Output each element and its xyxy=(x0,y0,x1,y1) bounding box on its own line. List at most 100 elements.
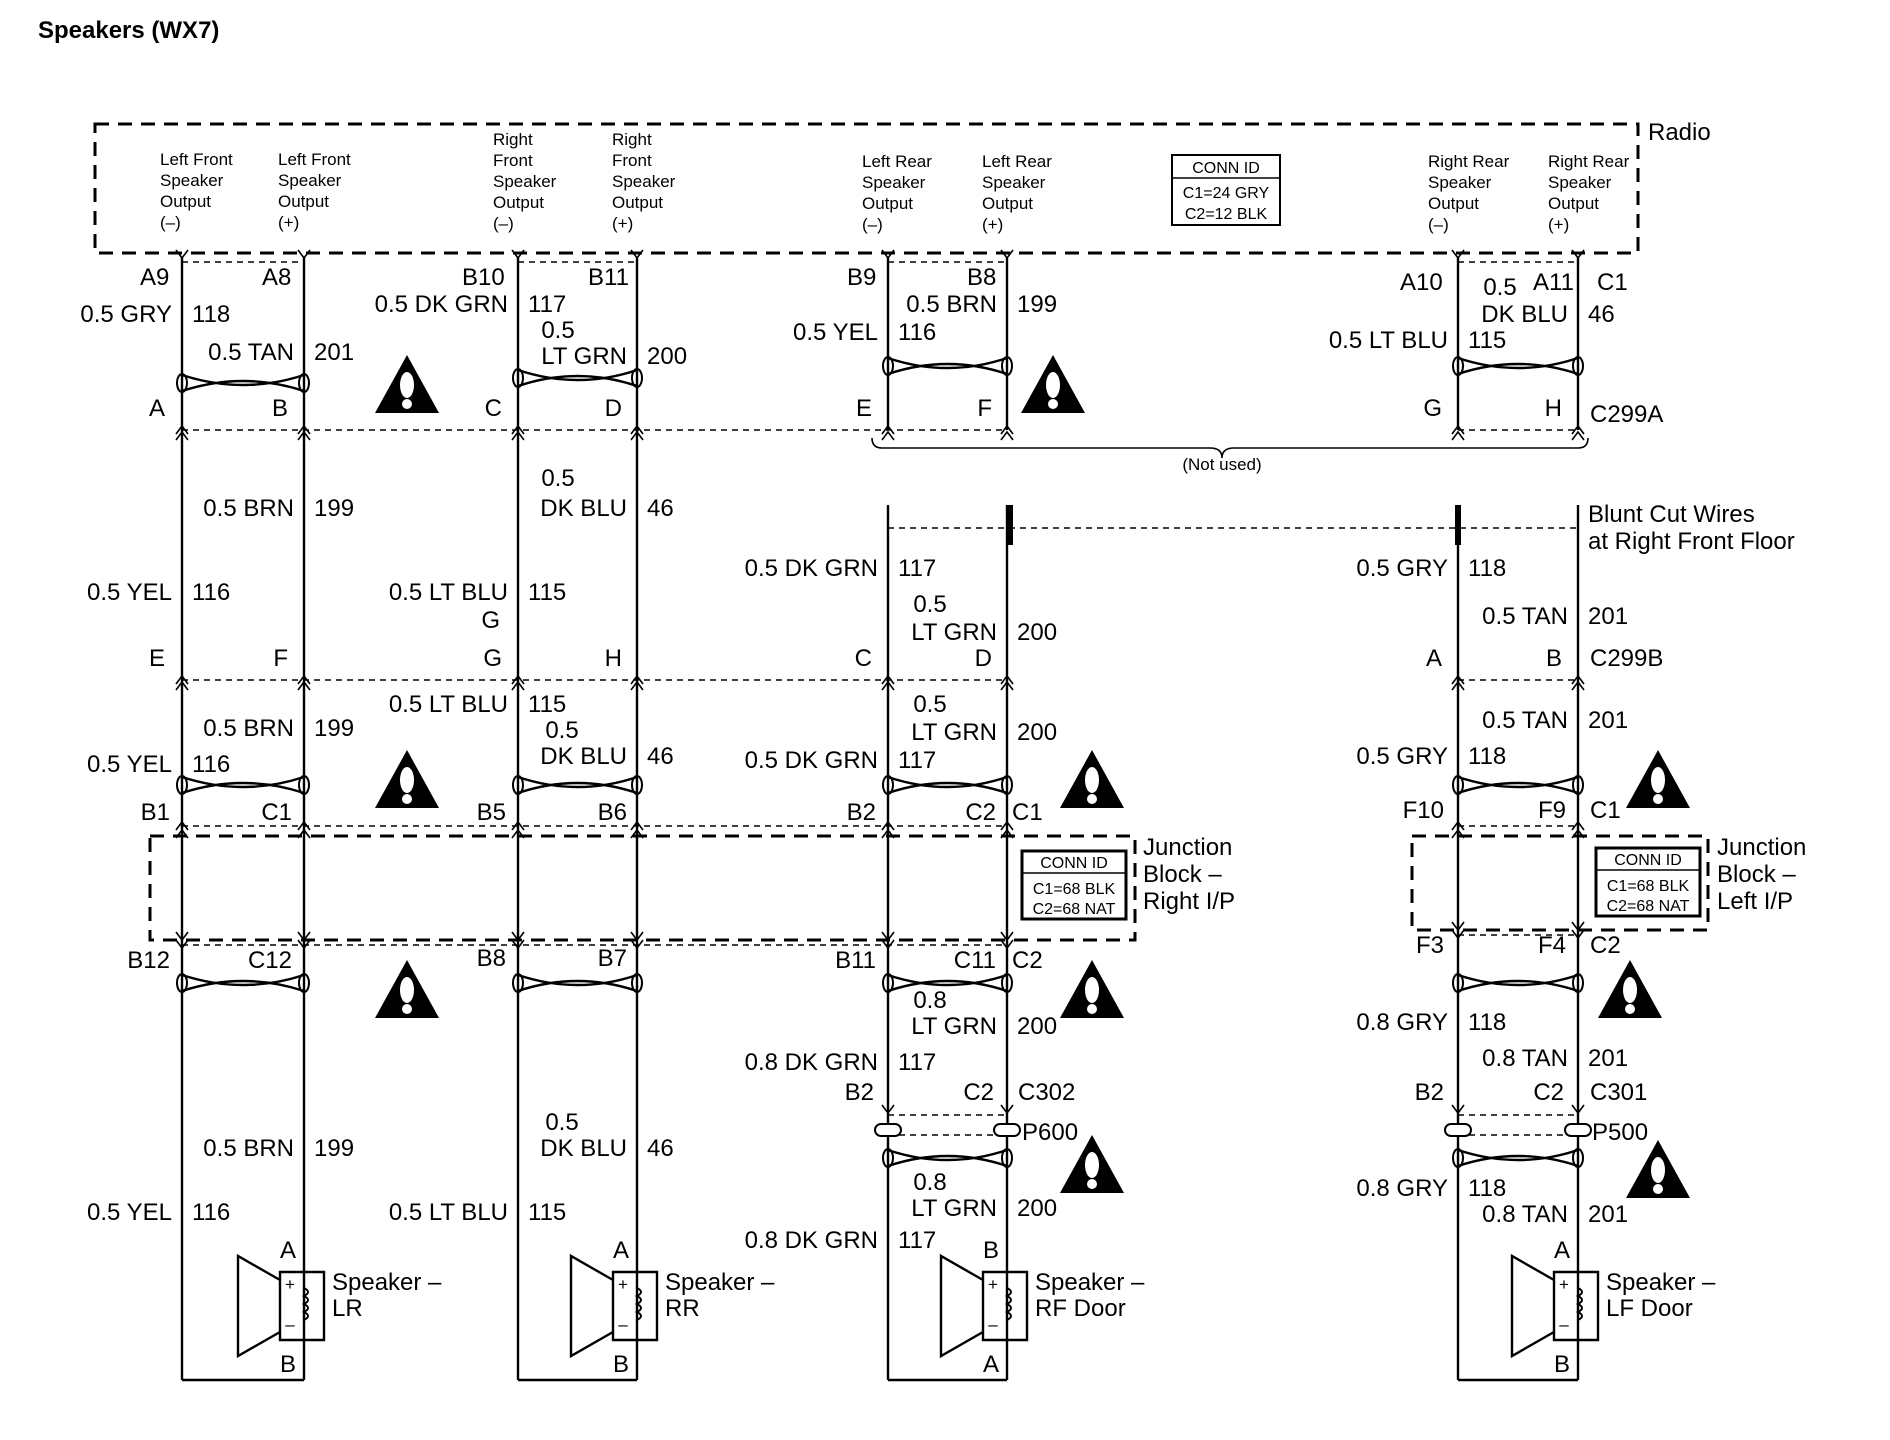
pin-label: B12 xyxy=(127,947,170,974)
connector-arrow xyxy=(175,424,189,435)
wire-size: 0.8 TAN xyxy=(1482,1045,1568,1072)
connector-arrow xyxy=(175,430,189,441)
wire-size: LT GRN xyxy=(911,1195,997,1222)
wire-circuit: 46 xyxy=(647,495,674,522)
wire-size: 0.5 xyxy=(541,465,574,492)
pin-label: E xyxy=(856,395,872,422)
pin-label: B xyxy=(1546,645,1562,672)
twist-end xyxy=(1001,356,1013,376)
twist-end xyxy=(512,368,524,388)
twisted-pair-mark xyxy=(1457,973,1579,993)
coil-icon xyxy=(301,1268,309,1344)
wire-circuit: 117 xyxy=(898,747,936,774)
radio-output-label-line: Right xyxy=(493,130,533,149)
radio-output-label-line: Speaker xyxy=(612,172,676,191)
pin-label: B7 xyxy=(598,945,627,972)
connector-arrow xyxy=(175,674,189,685)
twist-end xyxy=(512,775,524,795)
radio-output-label-line: Speaker xyxy=(160,171,224,190)
pin-label: D xyxy=(605,395,622,422)
wire-size: 0.5 BRN xyxy=(203,715,294,742)
radio-conn-id: CONN ID C1=24 GRY C2=12 BLK xyxy=(1171,154,1281,226)
pin-label: A xyxy=(613,1237,629,1264)
warning-icon xyxy=(375,960,439,1018)
connector-arrow xyxy=(511,249,525,260)
speaker-name: LF Door xyxy=(1606,1295,1693,1322)
pin-label: F xyxy=(273,645,288,672)
radio-output-label-line: (–) xyxy=(160,213,181,232)
twisted-pair-mark xyxy=(1457,1148,1579,1168)
connector-arrow xyxy=(630,424,644,435)
connector-arrow xyxy=(1451,249,1465,260)
wire-size: 0.8 xyxy=(913,1169,946,1196)
pin-label: C1 xyxy=(1597,269,1628,296)
wire-size: 0.5 YEL xyxy=(87,1199,172,1226)
wire-circuit: 46 xyxy=(647,743,674,770)
warning-icon xyxy=(1598,960,1662,1018)
radio-output-label-line: Speaker xyxy=(1428,173,1492,192)
pin-label: C2 xyxy=(963,1079,994,1106)
pin-label: H xyxy=(605,645,622,672)
wire-size: 0.5 GRY xyxy=(1356,555,1448,582)
radio-conn-id-header: CONN ID xyxy=(1192,160,1260,177)
wire-size: 0.5 xyxy=(545,1109,578,1136)
wire-circuit: 200 xyxy=(1017,719,1057,746)
twist-end xyxy=(631,973,643,993)
connector-arrow xyxy=(630,680,644,691)
connector-arrow xyxy=(1000,680,1014,691)
connector-lines xyxy=(182,261,1578,1136)
wire-circuit: 117 xyxy=(898,1049,936,1076)
twisted-pair-mark xyxy=(1457,356,1579,376)
pin-label: B5 xyxy=(477,799,506,826)
coil-icon xyxy=(1575,1268,1583,1344)
connector-arrow xyxy=(1571,921,1585,932)
wire-size: 0.5 xyxy=(913,591,946,618)
connector-arrow xyxy=(297,828,311,839)
warning-icon xyxy=(375,750,439,808)
connector-arrow xyxy=(1000,939,1014,950)
twisted-pair-mark xyxy=(887,356,1008,376)
pin-label: B1 xyxy=(141,799,170,826)
pin-label: A10 xyxy=(1400,269,1443,296)
twisted-pair-mark xyxy=(887,973,1008,993)
radio-conn-id-c2: C2=12 BLK xyxy=(1185,206,1268,223)
twist-end xyxy=(1452,775,1464,795)
radio-output-label-line: (+) xyxy=(982,215,1003,234)
jb-right-label-3: Right I/P xyxy=(1143,888,1235,915)
connector-arrow xyxy=(630,939,644,950)
radio-conn-id-c1: C1=24 GRY xyxy=(1183,185,1270,202)
pin-label: F9 xyxy=(1538,797,1566,824)
connector-arrow xyxy=(1571,820,1585,831)
connector-arrow xyxy=(511,820,525,831)
pin-label: C2 xyxy=(1590,932,1621,959)
connector-arrow xyxy=(1571,430,1585,441)
radio-output-label-line: Output xyxy=(1548,194,1599,213)
wire-circuit: 115 xyxy=(1468,327,1506,354)
radio-output-label-line: Speaker xyxy=(493,172,557,191)
pin-label: B11 xyxy=(835,947,876,974)
connector-arrow xyxy=(1451,424,1465,435)
pin-label: E xyxy=(149,645,165,672)
wire-circuit: 201 xyxy=(1588,603,1628,630)
connector-arrow xyxy=(1571,828,1585,839)
wiring xyxy=(180,258,1580,1382)
radio-output-label-line: Right Rear xyxy=(1548,152,1630,171)
junction-block-left-ip: CONN ID C1=68 BLK C2=68 NAT Junction Blo… xyxy=(1410,834,1806,932)
connector-arrow xyxy=(1571,424,1585,435)
connector-arrow xyxy=(1000,1104,1014,1115)
speaker-name: LR xyxy=(332,1295,363,1322)
wire-size: 0.5 DK GRN xyxy=(745,555,878,582)
connector-arrow xyxy=(881,931,895,942)
wire-size: 0.5 LT BLU xyxy=(389,691,508,718)
connector-arrow xyxy=(297,424,311,435)
radio-output-label-line: Output xyxy=(160,192,211,211)
pin-label: C11 xyxy=(954,947,996,974)
polarity-plus: + xyxy=(618,1275,628,1294)
pin-label: A11 xyxy=(1533,269,1574,296)
not-used-brace xyxy=(871,437,1589,459)
radio-output-label-line: Speaker xyxy=(982,173,1046,192)
speaker-name: Speaker – xyxy=(665,1269,775,1296)
pin-label: B2 xyxy=(845,1079,874,1106)
